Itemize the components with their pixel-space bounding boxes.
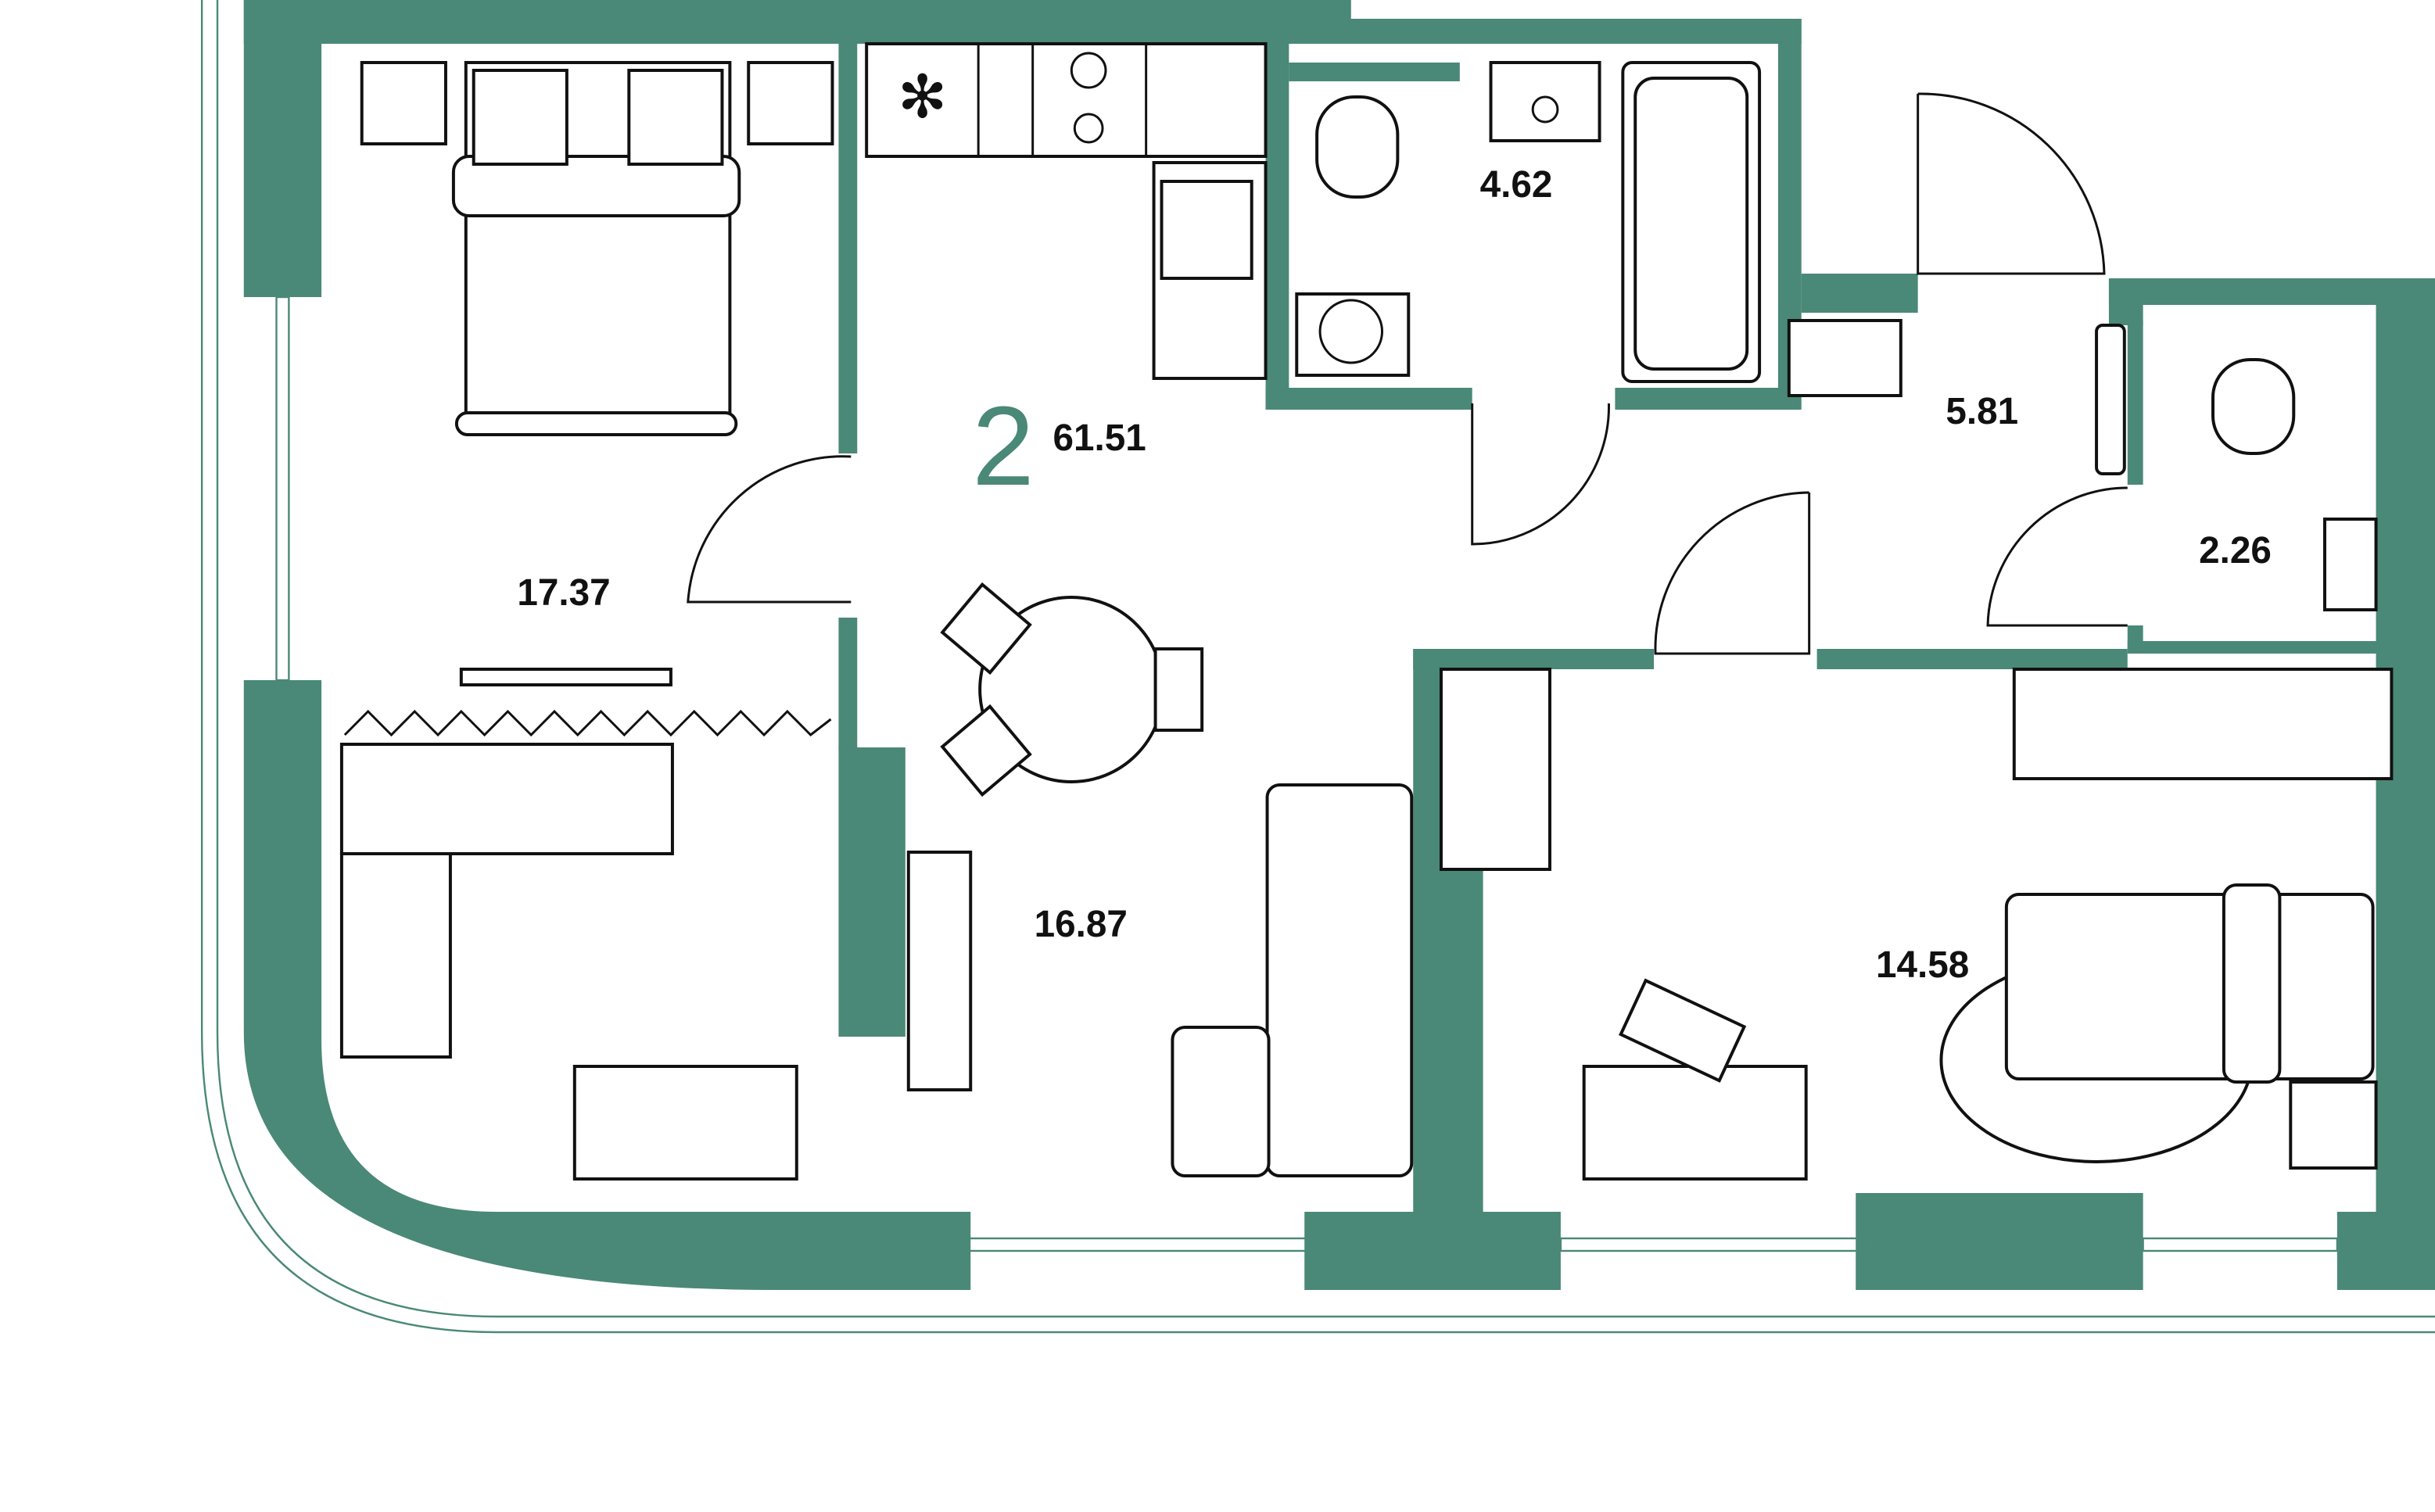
windows	[275, 296, 2339, 1252]
kitchen-units: ✻	[865, 42, 1268, 380]
room-area-bedroom: 17.37	[517, 572, 610, 614]
rooms-count: 2	[972, 384, 1035, 510]
room-area-living: 16.87	[1035, 904, 1128, 945]
living-furniture	[906, 783, 1414, 1177]
outer-contour	[200, 0, 2435, 1334]
room-area-toilet: 2.26	[2199, 530, 2272, 571]
bathroom-fixtures	[1295, 61, 2378, 611]
walls	[243, 0, 2435, 1290]
room-area-hallway: 5.81	[1945, 391, 2018, 432]
doors	[687, 92, 2128, 655]
total-area: 61.51	[1053, 417, 1146, 459]
room-area-bedroom-2: 14.58	[1876, 944, 1969, 986]
bedroom-2-furniture	[1439, 668, 2394, 1181]
room-area-bathroom: 4.62	[1480, 164, 1553, 206]
dining-table	[940, 582, 1204, 797]
svg-text:✻: ✻	[898, 66, 947, 131]
wardrobe-1	[339, 668, 832, 1181]
bed-1	[360, 61, 834, 436]
